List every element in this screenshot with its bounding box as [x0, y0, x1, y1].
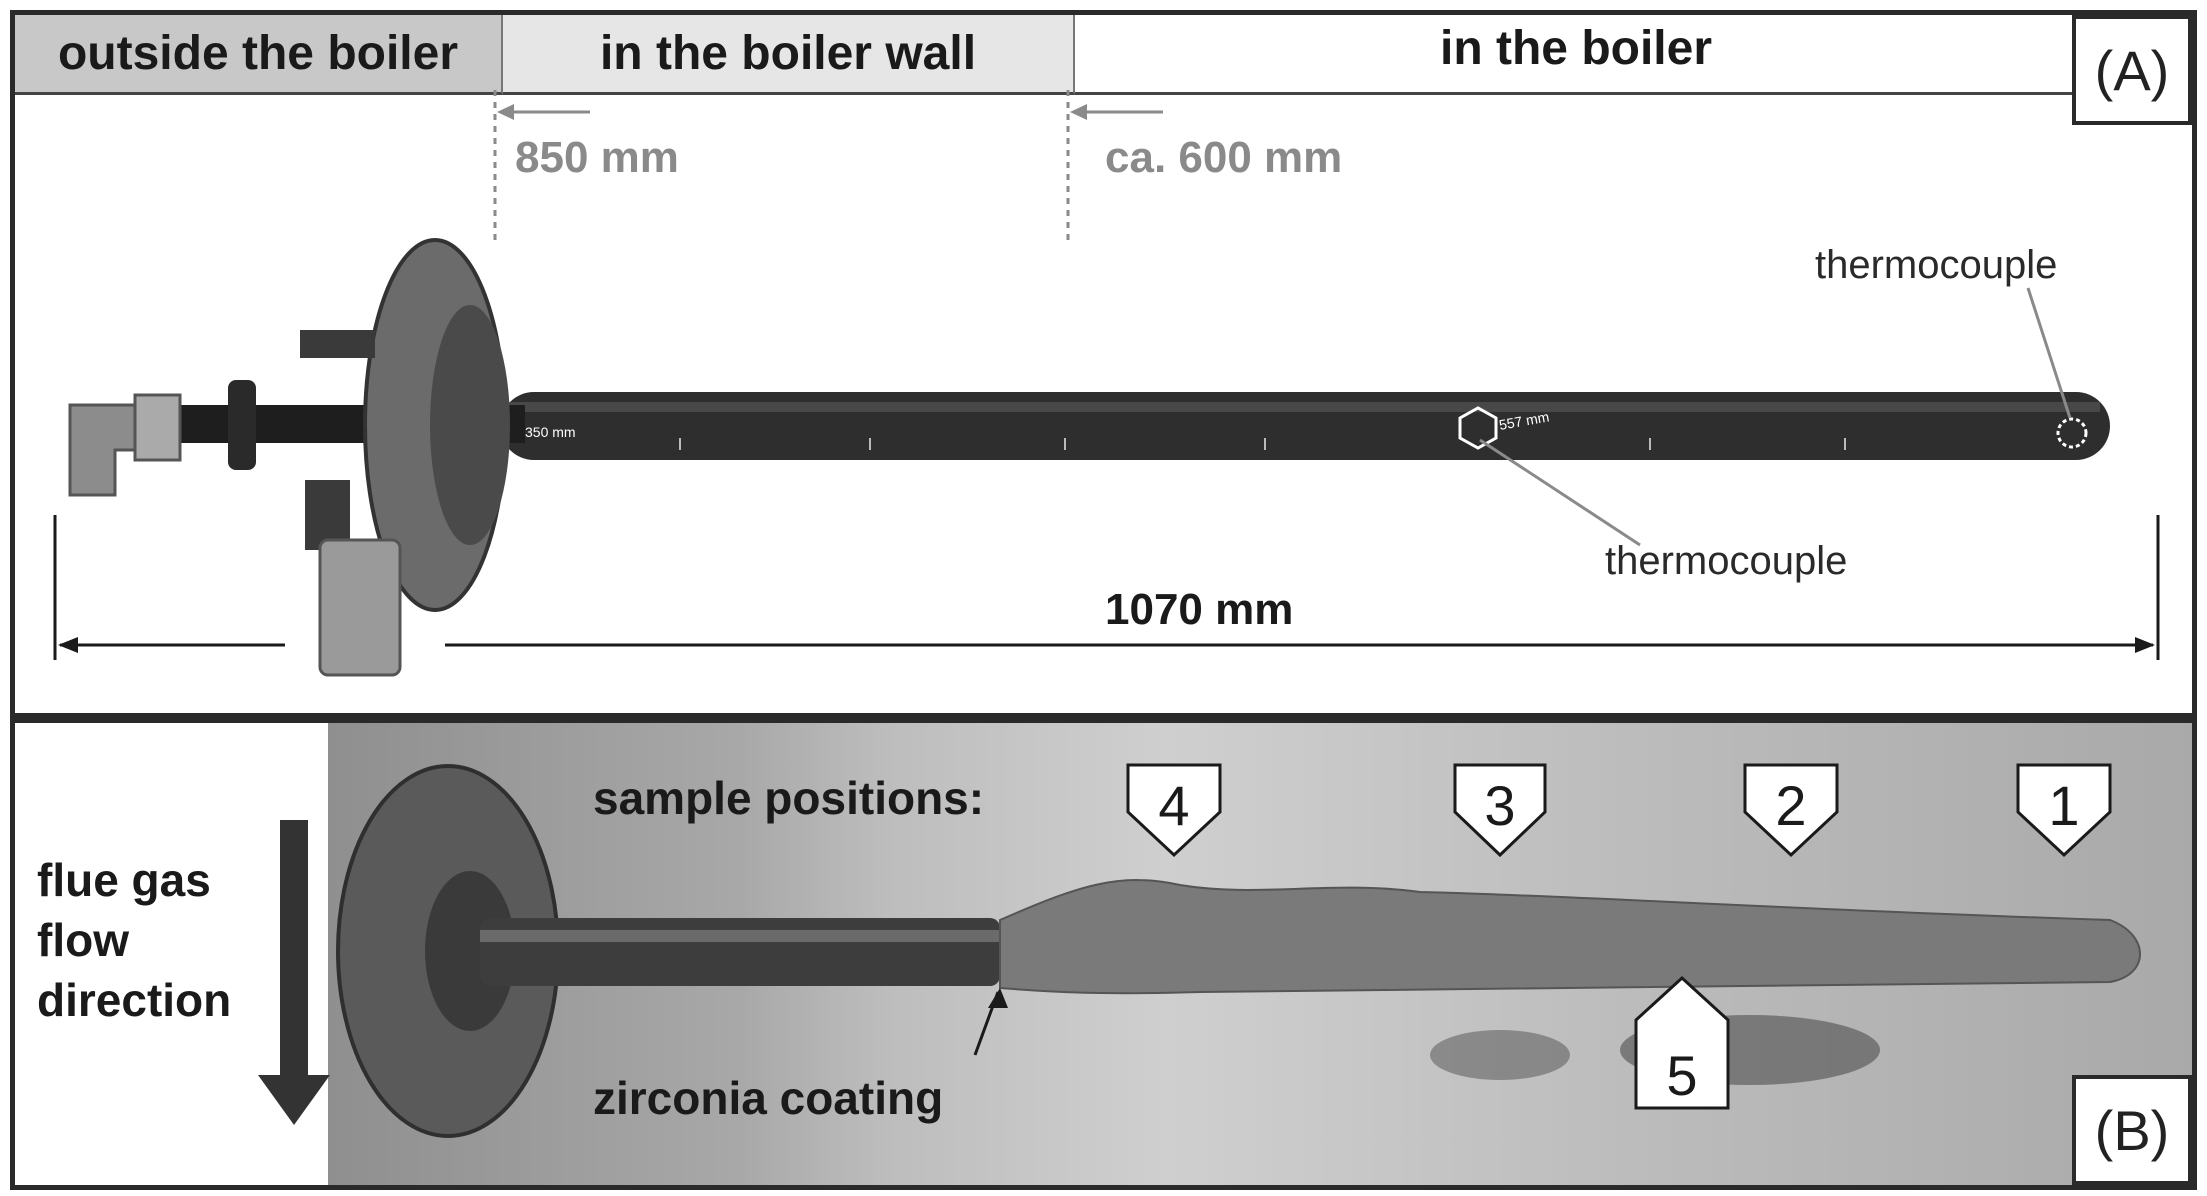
svg-text:1: 1 — [2048, 774, 2079, 837]
thermocouple-tip-label: thermocouple — [1815, 243, 2058, 287]
dim-boiler-label: ca. 600 mm — [1105, 133, 1343, 182]
zone-outside-boiler: outside the boiler — [15, 15, 503, 95]
sample-marker-1: 1 — [2016, 763, 2112, 858]
zone-inside-label: in the boiler — [1439, 22, 1712, 75]
zone-outside-label: outside the boiler — [57, 27, 459, 80]
total-length-dimension — [53, 515, 2160, 660]
probe-assembly: 350 mm 557 mm — [68, 238, 2110, 677]
probe-ring — [228, 380, 256, 470]
side-connector — [300, 330, 375, 358]
svg-text:2: 2 — [1775, 774, 1806, 837]
thermocouple-tip-marker — [2056, 417, 2088, 449]
zone-in-boiler: in the boiler — [1075, 15, 2077, 95]
svg-text:4: 4 — [1158, 774, 1189, 837]
thermocouple-tip-leader — [2026, 287, 2072, 419]
probe-mark-350: 350 mm — [525, 424, 576, 440]
sample-marker-4: 4 — [1126, 763, 1222, 858]
sample-marker-3: 3 — [1453, 763, 1547, 858]
panel-b-label: (B) — [2072, 1075, 2192, 1185]
thermocouple-mid-label: thermocouple — [1605, 539, 1848, 583]
zirconia-coating-label: zirconia coating — [593, 1072, 944, 1124]
probe-scale-ticks — [679, 438, 1846, 450]
panel-a-label-text: (A) — [2094, 38, 2170, 102]
dim-wall-label: 850 mm — [515, 133, 679, 182]
total-length-label: 1070 mm — [1105, 585, 1294, 634]
svg-text:5: 5 — [1666, 1044, 1697, 1107]
flow-label-line-2: flow — [37, 914, 129, 966]
sample-positions-label: sample positions: — [593, 772, 985, 824]
nut-fitting — [133, 393, 182, 462]
outlet-coupling — [318, 538, 402, 677]
zone-boiler-wall: in the boiler wall — [503, 15, 1075, 95]
sample-probe-photo — [336, 764, 2141, 1138]
sample-marker-2: 2 — [1743, 763, 1839, 858]
flue-gas-arrow — [258, 820, 330, 1125]
boiler-dimension-arrow — [1066, 90, 1163, 242]
deposit-coating — [999, 879, 2141, 995]
thermocouple-mid-leader — [1479, 438, 1641, 547]
flow-label-line-1: flue gas — [37, 854, 211, 906]
sample-marker-5: 5 — [1634, 975, 1730, 1110]
panel-b-label-text: (B) — [2094, 1098, 2170, 1162]
panel-a-label: (A) — [2072, 15, 2192, 125]
cooling-outlet — [305, 480, 350, 550]
wall-dimension-arrow — [493, 90, 590, 242]
flow-label-line-3: direction — [37, 974, 232, 1026]
thermocouple-mid-marker — [1458, 406, 1498, 450]
svg-text:3: 3 — [1484, 774, 1515, 837]
uncoated-tube — [480, 918, 1000, 986]
zone-wall-label: in the boiler wall — [599, 27, 977, 80]
